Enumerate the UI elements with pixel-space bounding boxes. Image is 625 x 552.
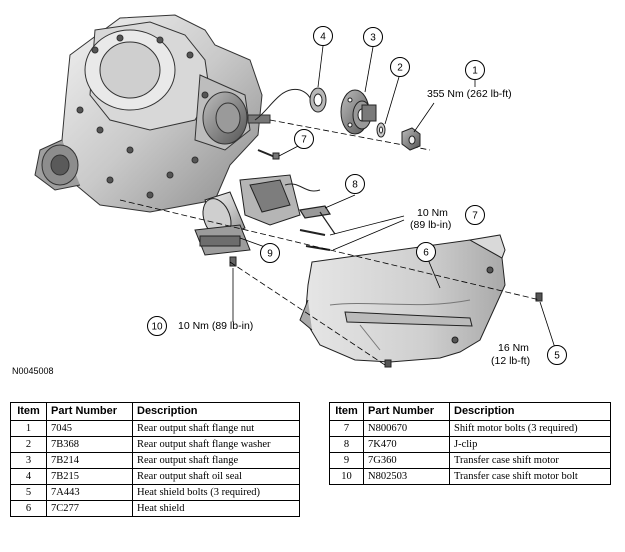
callout-group: 1 2 3 4 5 6 7 7 8 9 10 xyxy=(147,26,567,365)
transfer-case-shift-motor xyxy=(194,174,321,256)
callout-number: 4 xyxy=(320,32,326,43)
shift-motor-bolt xyxy=(229,256,237,267)
cell-item: 1 xyxy=(10,420,47,437)
heat-shield-bolts xyxy=(384,292,543,368)
callout-number: 7 xyxy=(472,211,478,222)
cell-part-number: 7C277 xyxy=(46,500,133,517)
header-part-number: Part Number xyxy=(46,402,133,421)
cell-description: Transfer case shift motor bolt xyxy=(449,468,611,485)
cell-part-number: 7G360 xyxy=(363,452,450,469)
torque-label-7-line1: 10 Nm xyxy=(417,207,448,219)
cell-item: 9 xyxy=(329,452,364,469)
callout-circle xyxy=(547,345,567,365)
header-description: Description xyxy=(132,402,300,421)
cell-description: Rear output shaft flange xyxy=(132,452,300,469)
torque-label-1: 355 Nm (262 lb-ft) xyxy=(427,88,512,100)
callout-circle xyxy=(363,27,383,47)
callout-number: 8 xyxy=(352,180,358,191)
callout-number: 9 xyxy=(267,249,273,260)
cell-description: Rear output shaft oil seal xyxy=(132,468,300,485)
callout-number: 3 xyxy=(370,33,376,44)
cell-item: 2 xyxy=(10,436,47,453)
torque-label-10: 10 Nm (89 lb-in) xyxy=(178,320,253,332)
shift-motor-bolts xyxy=(299,229,331,251)
table-header-row: Item Part Number Description xyxy=(329,402,611,421)
callout-number: 6 xyxy=(423,248,429,259)
callout-number: 10 xyxy=(151,322,163,333)
torque-label-7-line2: (89 lb-in) xyxy=(410,219,451,231)
rear-output-shaft-flange-washer xyxy=(376,122,386,138)
callout-number: 7 xyxy=(301,135,307,146)
cell-part-number: N802503 xyxy=(363,468,450,485)
cell-item: 10 xyxy=(329,468,364,485)
header-description: Description xyxy=(449,402,611,421)
cell-item: 8 xyxy=(329,436,364,453)
rear-output-shaft-flange-nut xyxy=(401,127,421,151)
cell-part-number: 7B214 xyxy=(46,452,133,469)
callout-circle xyxy=(147,316,167,336)
leader-lines xyxy=(119,45,556,366)
callout-circle xyxy=(260,243,280,263)
callout-circle xyxy=(465,205,485,225)
callout-circle xyxy=(345,174,365,194)
table-header-row: Item Part Number Description xyxy=(10,402,300,421)
cell-description: Rear output shaft flange nut xyxy=(132,420,300,437)
callout-circle xyxy=(465,60,485,80)
cell-description: Heat shield xyxy=(132,500,300,517)
cell-item: 3 xyxy=(10,452,47,469)
callout-number: 2 xyxy=(397,63,403,74)
callout-circle xyxy=(416,242,436,262)
rear-output-shaft-oil-seal xyxy=(309,87,327,113)
cell-item: 7 xyxy=(329,420,364,437)
cell-part-number: 7A443 xyxy=(46,484,133,501)
heat-shield xyxy=(299,234,506,363)
header-item: Item xyxy=(10,402,47,421)
callout-circle xyxy=(390,57,410,77)
transfer-case-housing xyxy=(34,14,271,213)
cell-description: J-clip xyxy=(449,436,611,453)
cell-description: Heat shield bolts (3 required) xyxy=(132,484,300,501)
shift-motor-bolt-upper xyxy=(257,149,280,160)
torque-label-5-line2: (12 lb-ft) xyxy=(491,355,530,367)
figure-reference-code: N0045008 xyxy=(12,366,54,376)
cell-item: 6 xyxy=(10,500,47,517)
exploded-view-diagram: 1 2 3 4 5 6 7 7 8 9 10 355 Nm (262 lb-ft) 10 Nm (8… xyxy=(34,14,567,368)
cell-part-number: 7K470 xyxy=(363,436,450,453)
rear-output-shaft-flange xyxy=(340,89,377,135)
torque-label-5-line1: 16 Nm xyxy=(498,342,529,354)
j-clip xyxy=(299,205,336,235)
cell-description: Rear output shaft flange washer xyxy=(132,436,300,453)
callout-number: 1 xyxy=(472,66,478,77)
cell-part-number: 7B215 xyxy=(46,468,133,485)
cell-part-number: 7045 xyxy=(46,420,133,437)
callout-circle xyxy=(294,129,314,149)
cell-part-number: N800670 xyxy=(363,420,450,437)
cell-description: Transfer case shift motor xyxy=(449,452,611,469)
header-item: Item xyxy=(329,402,364,421)
cell-part-number: 7B368 xyxy=(46,436,133,453)
cell-description: Shift motor bolts (3 required) xyxy=(449,420,611,437)
callout-circle xyxy=(313,26,333,46)
callout-number: 5 xyxy=(554,351,560,362)
cell-item: 5 xyxy=(10,484,47,501)
header-part-number: Part Number xyxy=(363,402,450,421)
cell-item: 4 xyxy=(10,468,47,485)
